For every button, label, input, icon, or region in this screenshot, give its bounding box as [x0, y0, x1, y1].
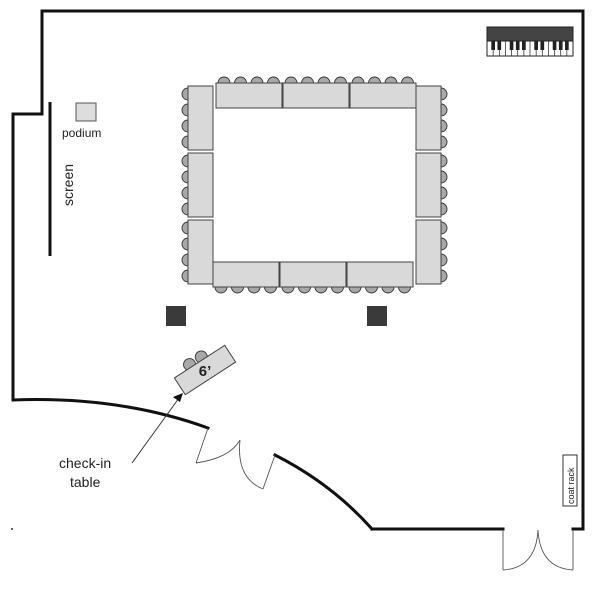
podium	[75, 102, 97, 122]
table-top-2	[282, 82, 350, 109]
side-entrance-doors	[502, 529, 574, 571]
arrow-icon	[131, 393, 183, 464]
check-in-label: check-in	[59, 455, 111, 471]
main-entrance-doors	[195, 427, 276, 490]
wall-west	[11, 9, 44, 400]
screen-label: screen	[60, 164, 76, 206]
stray-dot	[11, 528, 13, 530]
podium-label: podium	[62, 126, 101, 140]
check-in-table: 6’	[173, 344, 237, 396]
check-in-table-top	[173, 344, 237, 396]
coat-rack-label: coat rack	[566, 467, 576, 504]
table-right-1	[415, 85, 442, 151]
table-top-1	[215, 82, 283, 109]
pillar-left	[166, 306, 186, 326]
table-size-label: 6’	[199, 363, 212, 380]
table-left-1	[187, 85, 214, 151]
wall-curved-left	[11, 398, 210, 430]
wall-north-west	[40, 9, 585, 531]
piano-keyboard-icon	[486, 26, 574, 57]
check-in-label-line2: table	[70, 474, 101, 490]
table-left-2	[187, 152, 214, 218]
conference-table-square	[181, 76, 448, 294]
table-top-3	[349, 82, 417, 109]
pillar-right	[367, 306, 387, 326]
table-left-3	[187, 219, 214, 285]
table-right-3	[415, 219, 442, 285]
table-right-2	[415, 152, 442, 218]
table-bottom-1	[212, 261, 280, 288]
coat-rack	[562, 454, 578, 507]
room-walls	[11, 9, 585, 532]
table-bottom-2	[279, 261, 347, 288]
wall-curved-right	[272, 452, 375, 532]
table-bottom-3	[346, 261, 414, 288]
